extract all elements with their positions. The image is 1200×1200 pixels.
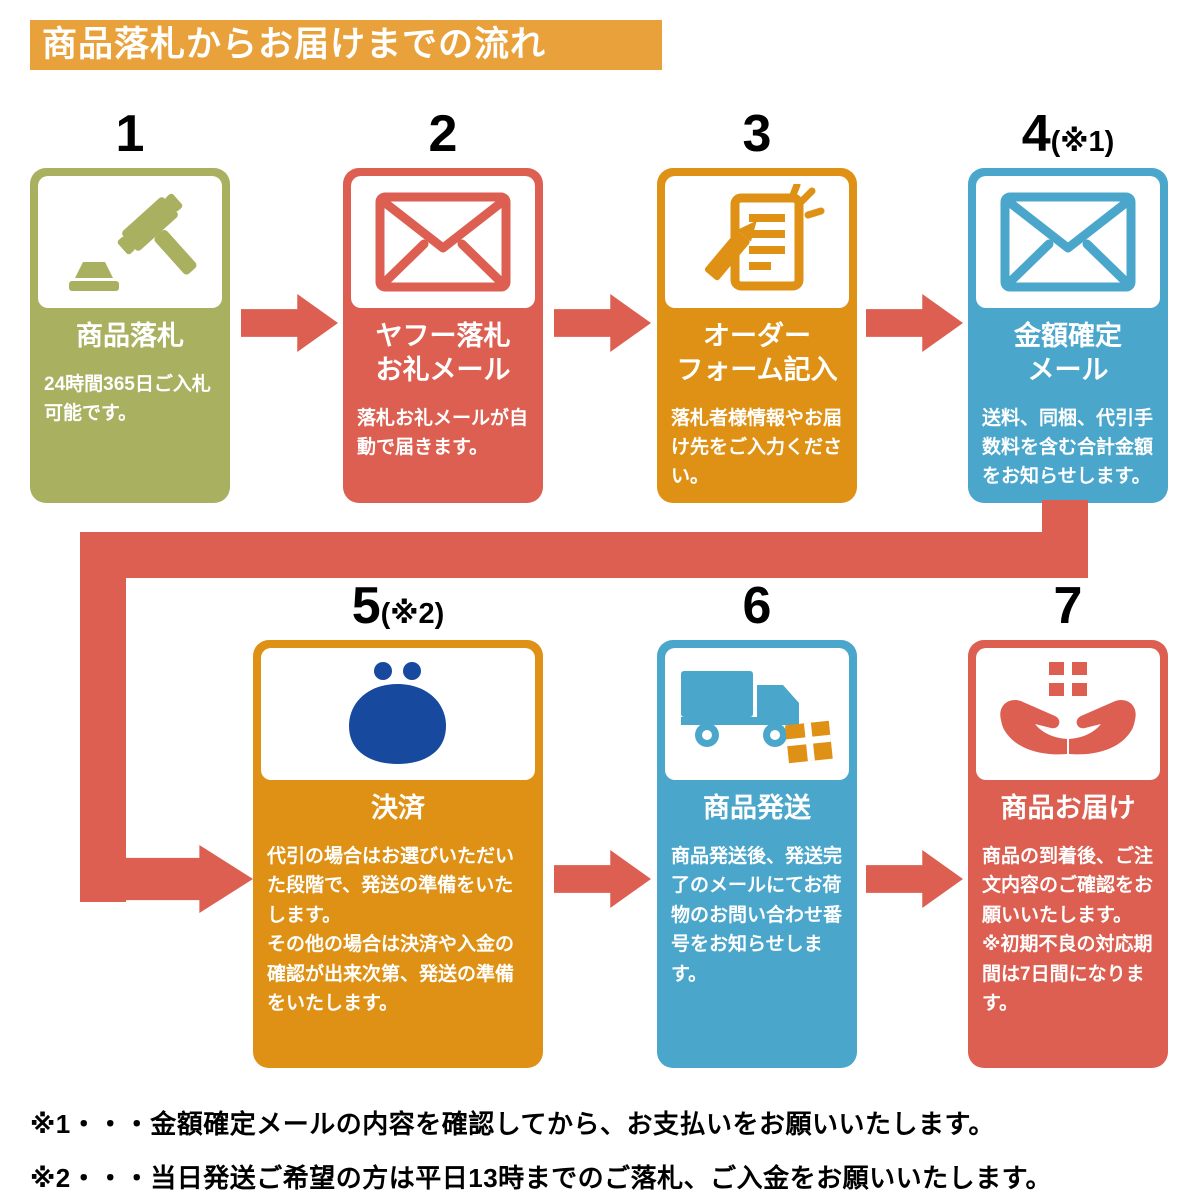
flow-connector-segment — [80, 532, 1088, 578]
step-title: 決済 — [371, 793, 425, 823]
step-title: 金額確定 メール — [1014, 321, 1122, 385]
step-number-text: 5 — [351, 577, 381, 635]
coin-purse-icon — [349, 662, 446, 764]
step-card-shipping: 商品発送 商品発送後、発送完了のメールにてお荷物のお問い合わせ番号をお知らせしま… — [657, 640, 857, 1068]
icon-box — [665, 648, 849, 780]
arrow-right-icon — [554, 850, 651, 908]
step-description: 商品発送後、発送完了のメールにてお荷物のお問い合わせ番号をお知らせします。 — [671, 845, 843, 985]
delivery-hands-icon — [1000, 662, 1136, 755]
step-number-4: 4(※1) — [968, 106, 1168, 162]
footnote-1: ※1・・・金額確定メールの内容を確認してから、お支払いをお願いいたします。 — [30, 1109, 995, 1139]
icon-box — [261, 648, 535, 780]
step-number-6: 6 — [657, 578, 857, 634]
step-description: 落札お礼メールが自動で届きます。 — [357, 407, 529, 458]
step-number-7: 7 — [968, 578, 1168, 634]
step-number-1: 1 — [30, 106, 230, 162]
step-card-auction-win: 商品落札 24時間365日ご入札可能です。 — [30, 168, 230, 503]
step-number-note: (※1) — [1050, 126, 1115, 158]
step-card-amount-mail: 金額確定 メール 送料、同梱、代引手数料を含む合計金額をお知らせします。 — [968, 168, 1168, 503]
step-title: ヤフー落札 お礼メール — [375, 321, 511, 385]
arrow-right-icon — [554, 294, 651, 352]
mail-icon — [1000, 192, 1136, 292]
step-number-3: 3 — [657, 106, 857, 162]
mail-icon — [375, 192, 511, 292]
step-description: 落札者様情報やお届け先をご入力ください。 — [671, 407, 843, 488]
arrow-right-icon — [241, 294, 338, 352]
step-description: 24時間365日ご入札可能です。 — [44, 373, 211, 425]
step-number-text: 3 — [742, 105, 772, 163]
step-card-payment: 決済 代引の場合はお選びいただいた段階で、発送の準備をいたします。 その他の場合… — [253, 640, 543, 1068]
step-card-thanks-mail: ヤフー落札 お礼メール 落札お礼メールが自動で届きます。 — [343, 168, 543, 503]
page-title: 商品落札からお届けまでの流れ — [30, 20, 662, 70]
footnote-2: ※2・・・当日発送ご希望の方は平日13時までのご落札、ご入金をお願いいたします。 — [30, 1163, 1053, 1193]
arrow-right-icon — [866, 294, 963, 352]
icon-box — [976, 648, 1160, 780]
step-description: 代引の場合はお選びいただいた段階で、発送の準備をいたします。 その他の場合は決済… — [267, 845, 515, 1014]
step-number-2: 2 — [343, 106, 543, 162]
icon-box — [351, 176, 535, 308]
gavel-icon — [69, 193, 197, 291]
step-title: 商品落札 — [76, 321, 184, 351]
order-form-icon — [704, 184, 825, 291]
icon-box — [665, 176, 849, 308]
step-number-text: 4 — [1021, 105, 1051, 163]
step-card-order-form: オーダー フォーム記入 落札者様情報やお届け先をご入力ください。 — [657, 168, 857, 503]
step-title: オーダー フォーム記入 — [676, 321, 838, 385]
step-description: 送料、同梱、代引手数料を含む合計金額をお知らせします。 — [982, 407, 1154, 488]
step-number-text: 1 — [115, 105, 145, 163]
step-description: 商品の到着後、ご注文内容のご確認をお願いいたします。 ※初期不良の対応期間は7日… — [982, 845, 1154, 1014]
icon-box — [976, 176, 1160, 308]
flow-connector-segment — [80, 532, 126, 902]
step-number-5: 5(※2) — [253, 578, 543, 634]
arrow-right-icon — [866, 850, 963, 908]
step-title: 商品お届け — [1000, 793, 1136, 823]
step-title: 商品発送 — [703, 793, 811, 823]
step-number-text: 7 — [1053, 577, 1083, 635]
icon-box — [38, 176, 222, 308]
step-number-note: (※2) — [380, 598, 445, 630]
truck-icon — [681, 671, 833, 764]
step-card-delivery: 商品お届け 商品の到着後、ご注文内容のご確認をお願いいたします。 ※初期不良の対… — [968, 640, 1168, 1068]
step-number-text: 2 — [428, 105, 458, 163]
step-number-text: 6 — [742, 577, 772, 635]
